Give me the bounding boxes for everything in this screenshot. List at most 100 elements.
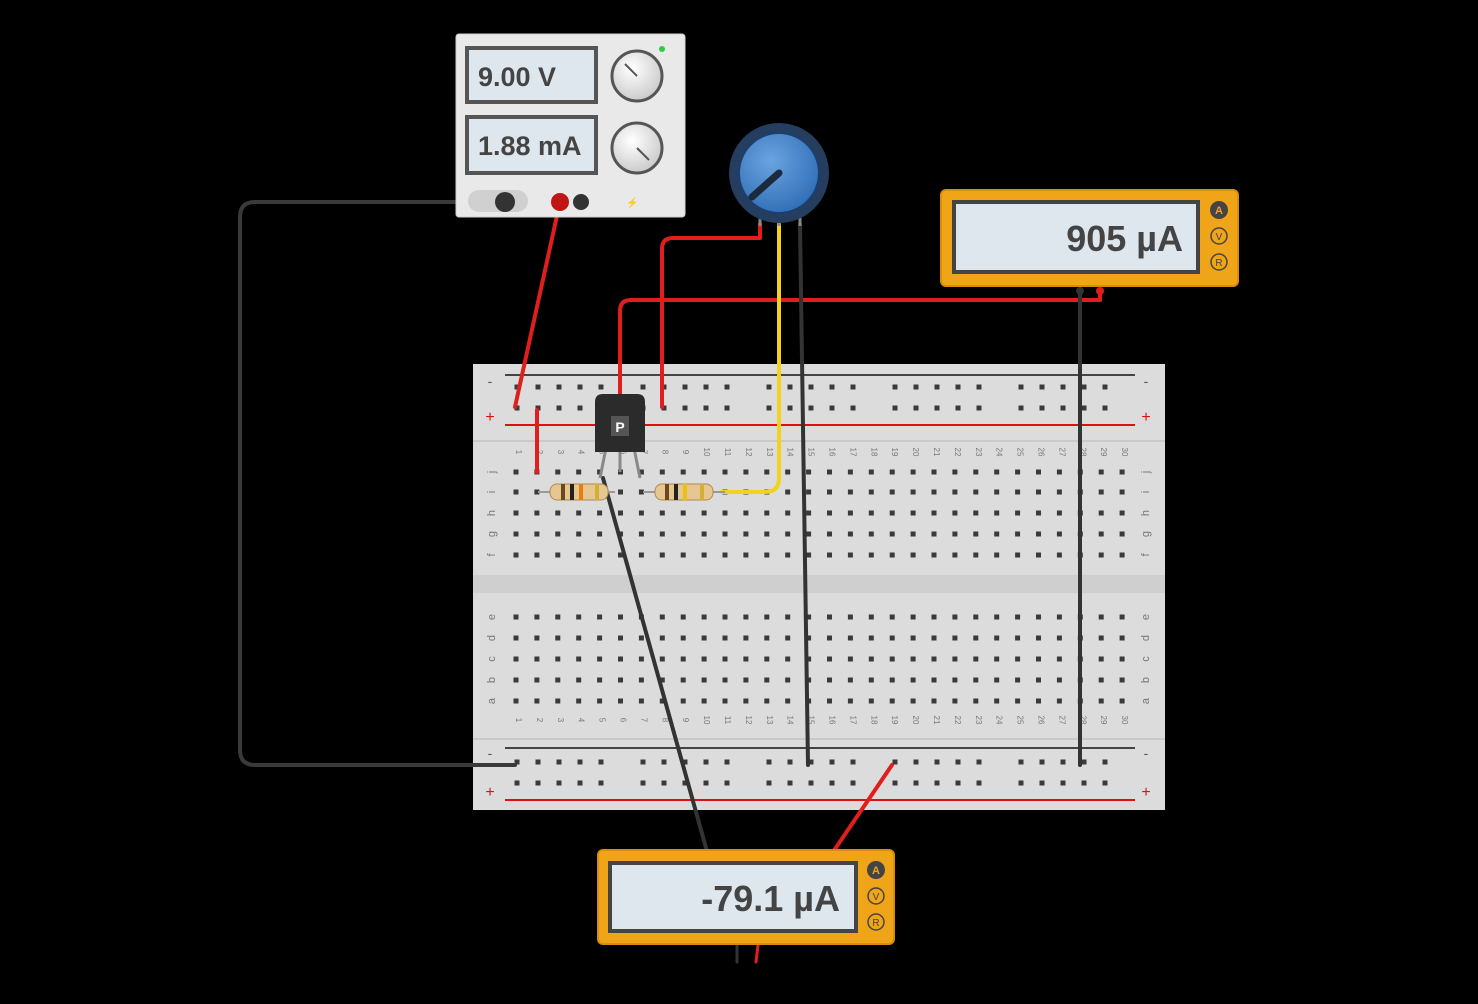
breadboard-hole[interactable] bbox=[994, 552, 1000, 558]
breadboard-hole[interactable] bbox=[555, 635, 561, 641]
breadboard-hole[interactable] bbox=[952, 635, 958, 641]
breadboard-hole[interactable] bbox=[913, 780, 919, 786]
breadboard-hole[interactable] bbox=[555, 552, 561, 558]
breadboard-hole[interactable] bbox=[910, 510, 916, 516]
ground-terminal[interactable] bbox=[573, 194, 589, 210]
breadboard-hole[interactable] bbox=[556, 759, 562, 765]
breadboard-hole[interactable] bbox=[1056, 698, 1062, 704]
potentiometer[interactable] bbox=[729, 123, 829, 226]
breadboard-hole[interactable] bbox=[638, 531, 644, 537]
mode-ohmmeter-button[interactable] bbox=[1210, 253, 1228, 271]
breadboard-hole[interactable] bbox=[976, 384, 982, 390]
breadboard-hole[interactable] bbox=[973, 531, 979, 537]
breadboard-hole[interactable] bbox=[934, 780, 940, 786]
breadboard-hole[interactable] bbox=[994, 656, 1000, 662]
breadboard-hole[interactable] bbox=[555, 656, 561, 662]
breadboard-hole[interactable] bbox=[1036, 469, 1041, 475]
breadboard-hole[interactable] bbox=[722, 635, 728, 641]
breadboard-hole[interactable] bbox=[785, 531, 791, 537]
breadboard-hole[interactable] bbox=[576, 677, 582, 683]
breadboard-hole[interactable] bbox=[1056, 552, 1062, 558]
breadboard-hole[interactable] bbox=[910, 489, 916, 495]
breadboard-hole[interactable] bbox=[827, 635, 832, 641]
wires[interactable] bbox=[238, 200, 1102, 964]
breadboard-hole[interactable] bbox=[1098, 489, 1104, 495]
breadboard-hole[interactable] bbox=[955, 384, 961, 390]
breadboard-hole[interactable] bbox=[785, 677, 791, 683]
breadboard-hole[interactable] bbox=[934, 405, 940, 411]
breadboard-hole[interactable] bbox=[514, 759, 520, 765]
breadboard-hole[interactable] bbox=[1098, 614, 1104, 620]
breadboard-hole[interactable] bbox=[598, 384, 604, 390]
breadboard-hole[interactable] bbox=[1102, 780, 1108, 786]
breadboard-hole[interactable] bbox=[535, 759, 541, 765]
mode-voltmeter-button[interactable] bbox=[1210, 227, 1228, 245]
breadboard-hole[interactable] bbox=[1018, 405, 1024, 411]
breadboard-hole[interactable] bbox=[973, 614, 979, 620]
breadboard-hole[interactable] bbox=[910, 698, 916, 704]
ammeter-bottom[interactable]: -79.1 µA A V R bbox=[597, 849, 895, 945]
breadboard-hole[interactable] bbox=[556, 405, 562, 411]
breadboard-hole[interactable] bbox=[659, 698, 665, 704]
breadboard-hole[interactable] bbox=[682, 759, 688, 765]
breadboard-hole[interactable] bbox=[952, 469, 958, 475]
breadboard-hole[interactable] bbox=[973, 677, 979, 683]
breadboard-hole[interactable] bbox=[722, 656, 728, 662]
breadboard-hole[interactable] bbox=[534, 510, 540, 516]
breadboard-hole[interactable] bbox=[1060, 384, 1066, 390]
breadboard-hole[interactable] bbox=[597, 656, 603, 662]
breadboard-hole[interactable] bbox=[661, 780, 667, 786]
breadboard-hole[interactable] bbox=[806, 656, 812, 662]
breadboard-hole[interactable] bbox=[785, 552, 791, 558]
breadboard-hole[interactable] bbox=[682, 384, 688, 390]
breadboard-hole[interactable] bbox=[850, 780, 856, 786]
breadboard-hole[interactable] bbox=[868, 698, 874, 704]
breadboard-hole[interactable] bbox=[701, 614, 707, 620]
positive-terminal[interactable] bbox=[551, 193, 569, 211]
breadboard-hole[interactable] bbox=[618, 614, 623, 620]
breadboard-hole[interactable] bbox=[1098, 656, 1104, 662]
breadboard-hole[interactable] bbox=[892, 405, 898, 411]
breadboard-hole[interactable] bbox=[514, 780, 520, 786]
breadboard-hole[interactable] bbox=[931, 510, 937, 516]
breadboard-hole[interactable] bbox=[850, 759, 856, 765]
breadboard-hole[interactable] bbox=[1015, 489, 1021, 495]
breadboard-hole[interactable] bbox=[618, 656, 623, 662]
breadboard-hole[interactable] bbox=[701, 469, 707, 475]
breadboard-hole[interactable] bbox=[638, 677, 644, 683]
breadboard-hole[interactable] bbox=[576, 531, 582, 537]
breadboard-hole[interactable] bbox=[1015, 510, 1021, 516]
breadboard-hole[interactable] bbox=[827, 469, 832, 475]
breadboard-hole[interactable] bbox=[1098, 552, 1104, 558]
breadboard-hole[interactable] bbox=[534, 552, 540, 558]
breadboard-hole[interactable] bbox=[955, 405, 961, 411]
breadboard-hole[interactable] bbox=[1039, 759, 1045, 765]
breadboard-hole[interactable] bbox=[808, 780, 814, 786]
breadboard-hole[interactable] bbox=[638, 635, 644, 641]
breadboard-hole[interactable] bbox=[701, 677, 707, 683]
breadboard-hole[interactable] bbox=[1015, 614, 1021, 620]
breadboard-hole[interactable] bbox=[1015, 677, 1021, 683]
breadboard-hole[interactable] bbox=[659, 531, 665, 537]
breadboard-hole[interactable] bbox=[850, 384, 856, 390]
breadboard-hole[interactable] bbox=[931, 614, 937, 620]
breadboard-hole[interactable] bbox=[931, 531, 937, 537]
breadboard-holes[interactable] bbox=[513, 384, 1125, 786]
breadboard-hole[interactable] bbox=[555, 510, 561, 516]
breadboard-hole[interactable] bbox=[827, 698, 832, 704]
breadboard-hole[interactable] bbox=[952, 489, 958, 495]
breadboard-hole[interactable] bbox=[701, 552, 707, 558]
breadboard-hole[interactable] bbox=[513, 489, 519, 495]
breadboard-hole[interactable] bbox=[534, 698, 540, 704]
breadboard-hole[interactable] bbox=[973, 489, 979, 495]
breadboard-hole[interactable] bbox=[1119, 614, 1125, 620]
mode-ammeter-button[interactable] bbox=[867, 861, 885, 879]
breadboard-hole[interactable] bbox=[555, 469, 561, 475]
breadboard-hole[interactable] bbox=[1056, 469, 1062, 475]
breadboard-hole[interactable] bbox=[1119, 698, 1125, 704]
negative-terminal[interactable] bbox=[495, 192, 515, 212]
breadboard-hole[interactable] bbox=[597, 698, 603, 704]
breadboard-hole[interactable] bbox=[787, 780, 793, 786]
breadboard-hole[interactable] bbox=[1036, 698, 1041, 704]
breadboard-hole[interactable] bbox=[889, 677, 895, 683]
